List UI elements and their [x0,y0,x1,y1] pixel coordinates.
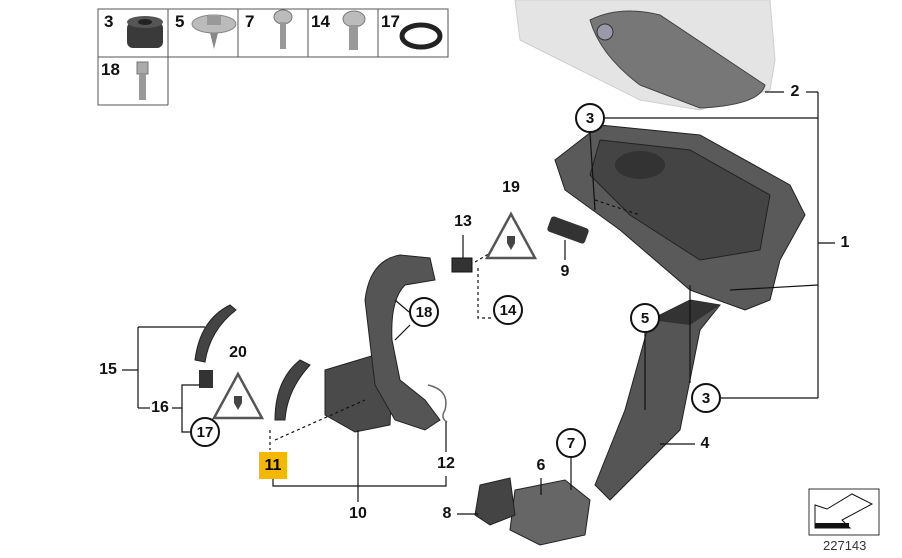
callout-8: 8 [442,505,452,522]
callout-5: 5 [630,303,660,333]
legend-number: 17 [381,12,400,31]
resonator-part-10 [324,254,441,433]
legend-number: 18 [101,60,120,79]
callout-1: 1 [840,234,850,251]
callout-4: 4 [700,435,710,452]
tapping-screw-icon [273,9,293,49]
leader-lines [122,91,835,515]
callout-7: 7 [556,428,586,458]
callout-12: 12 [437,455,455,472]
grille-part-8 [474,477,516,526]
callout-10: 10 [349,505,367,522]
legend-number: 7 [245,12,255,31]
o-ring-icon [399,22,443,50]
callout-15: 15 [99,361,117,378]
duct-cover-part-6 [509,479,591,546]
callout-9: 9 [560,263,570,280]
callout-18: 18 [409,297,439,327]
part-9-clip [547,216,589,244]
callout-19: 19 [502,179,520,196]
callout-17: 17 [190,417,220,447]
legend-grid [97,8,449,106]
callout-20: 20 [229,344,247,361]
washer-screw-icon [191,14,237,49]
wire-part-12 [427,384,448,423]
engine-cover-part-2 [514,0,776,111]
orientation-arrow-icon [808,488,880,536]
callout-16: 16 [151,399,169,416]
grommet-icon [127,16,163,48]
air-filter-housing-part-1 [547,124,806,311]
hose-part-15 [194,304,237,363]
electrical-warning-triangle-20 [211,371,265,420]
callout-6: 6 [536,457,546,474]
sensor-part-16 [199,370,213,388]
callout-14: 14 [493,295,523,325]
legend-number: 14 [311,12,330,31]
callout-11-highlighted: 11 [259,452,287,479]
callout-13: 13 [454,213,472,230]
sensor-part-13 [451,257,473,273]
torx-bolt-icon [136,61,149,100]
legend-number: 5 [175,12,185,31]
callout-2: 2 [790,83,800,100]
electrical-warning-triangle-19 [484,211,538,260]
pan-head-screw-icon [342,10,366,50]
callout-3: 3 [575,103,605,133]
dashed-lines [269,199,641,450]
hose-part-11 [274,359,311,421]
legend-number: 3 [104,12,114,31]
diagram-reference-number: 227143 [823,538,867,553]
callout-3: 3 [691,383,721,413]
